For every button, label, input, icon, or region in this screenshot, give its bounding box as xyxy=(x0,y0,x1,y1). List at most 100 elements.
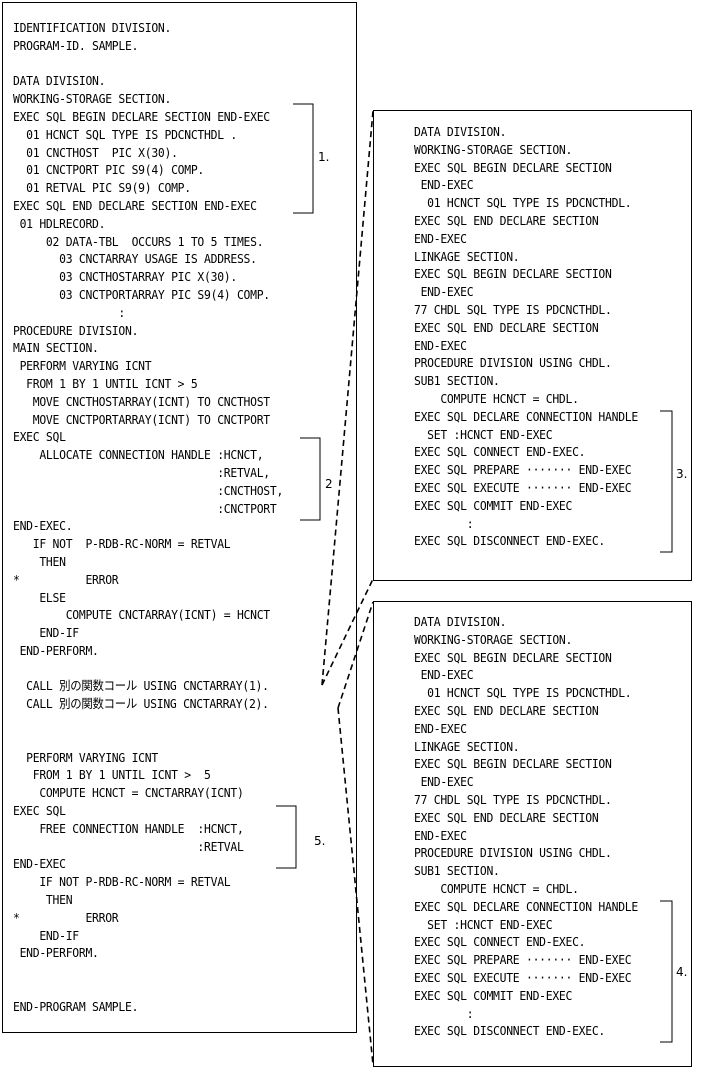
code-line: EXEC SQL xyxy=(13,429,66,445)
marker-2: 2 xyxy=(325,477,333,491)
code-line: 02 DATA-TBL OCCURS 1 TO 5 TIMES. xyxy=(13,233,264,249)
code-line: ELSE xyxy=(13,589,66,605)
bracket-4 xyxy=(660,900,673,1043)
code-line: END-PERFORM. xyxy=(13,945,99,961)
code-line: FROM 1 BY 1 UNTIL ICNT > 5 xyxy=(13,767,211,783)
code-line: EXEC SQL COMMIT END-EXEC xyxy=(414,987,573,1003)
code-line: THEN xyxy=(13,553,66,569)
code-line: 01 RETVAL PIC S9(9) COMP. xyxy=(13,180,191,196)
main-program-code: IDENTIFICATION DIVISION. PROGRAM-ID. SAMP… xyxy=(13,19,283,1016)
code-line: EXEC SQL DISCONNECT END-EXEC. xyxy=(414,1023,606,1039)
code-line: MOVE CNCTHOSTARRAY(ICNT) TO CNCTHOST xyxy=(13,393,270,409)
code-line: EXEC SQL END DECLARE SECTION xyxy=(414,702,599,718)
sub-program-2-box xyxy=(373,601,692,1067)
code-line: EXEC SQL BEGIN DECLARE SECTION xyxy=(414,159,612,175)
code-line: MOVE CNCTPORTARRAY(ICNT) TO CNCTPORT xyxy=(13,411,270,427)
code-line: : xyxy=(414,1005,474,1021)
code-line: LINKAGE SECTION. xyxy=(414,738,520,754)
code-line: IDENTIFICATION DIVISION. xyxy=(13,20,172,35)
code-line: 01 HCNCT SQL TYPE IS PDCNCTHDL. xyxy=(414,195,632,211)
code-line: END-EXEC xyxy=(414,284,474,300)
code-line: EXEC SQL END DECLARE SECTION xyxy=(414,212,599,228)
marker-1: 1. xyxy=(318,150,330,164)
code-line: CALL 別の関数コール USING CNCTARRAY(2). xyxy=(13,696,269,712)
code-line: 03 CNCTARRAY USAGE IS ADDRESS. xyxy=(13,251,257,267)
code-line: : xyxy=(13,304,125,320)
code-line: 01 CNCTPORT PIC S9(4) COMP. xyxy=(13,162,205,178)
code-line: END-EXEC xyxy=(414,827,467,843)
code-line: * ERROR xyxy=(13,909,119,925)
code-line: SUB1 SECTION. xyxy=(414,373,500,389)
code-line: EXEC SQL BEGIN DECLARE SECTION xyxy=(414,266,612,282)
code-line: SET :HCNCT END-EXEC xyxy=(414,916,553,932)
code-line: END-EXEC xyxy=(414,667,474,683)
code-line: EXEC SQL DECLARE CONNECTION HANDLE xyxy=(414,408,638,424)
code-line: PERFORM VARYING ICNT xyxy=(13,358,152,374)
code-line: 03 CNCTHOSTARRAY PIC X(30). xyxy=(13,269,237,285)
code-line: END-PERFORM. xyxy=(13,642,99,658)
code-line: END-EXEC xyxy=(414,720,467,736)
bracket-2 xyxy=(300,437,321,521)
sub-program-2-code: DATA DIVISION.WORKING-STORAGE SECTION.EX… xyxy=(414,613,638,1040)
code-line: END-EXEC xyxy=(13,856,66,872)
connector-call-1-top xyxy=(321,110,374,686)
code-line: MAIN SECTION. xyxy=(13,340,99,356)
code-line: DATA DIVISION. xyxy=(13,73,106,89)
connector-call-2-bottom xyxy=(337,707,374,1066)
code-line: FREE CONNECTION HANDLE :HCNCT, xyxy=(13,820,244,836)
code-line: COMPUTE HCNCT = CHDL. xyxy=(414,390,579,406)
code-line: PROCEDURE DIVISION USING CHDL. xyxy=(414,845,612,861)
code-line: SUB1 SECTION. xyxy=(414,863,500,879)
code-line: :CNCTHOST, xyxy=(13,482,284,498)
code-line: END-PROGRAM SAMPLE. xyxy=(13,998,139,1014)
code-line: PROCEDURE DIVISION USING CHDL. xyxy=(414,355,612,371)
code-line: END-EXEC xyxy=(414,177,474,193)
code-line: EXEC SQL DECLARE CONNECTION HANDLE xyxy=(414,898,638,914)
code-line: EXEC SQL COMMIT END-EXEC xyxy=(414,497,573,513)
code-line: EXEC SQL EXECUTE ······· END-EXEC xyxy=(414,969,632,985)
bracket-5 xyxy=(276,805,297,869)
code-line: 77 CHDL SQL TYPE IS PDCNCTHDL. xyxy=(414,791,612,807)
code-line: WORKING-STORAGE SECTION. xyxy=(414,141,573,157)
code-line: PERFORM VARYING ICNT xyxy=(13,749,158,765)
code-line: :CNCTPORT xyxy=(13,500,277,516)
code-line: END-IF xyxy=(13,927,79,943)
code-line: 77 CHDL SQL TYPE IS PDCNCTHDL. xyxy=(414,301,612,317)
code-line: : xyxy=(414,515,474,531)
marker-4: 4. xyxy=(676,965,688,979)
code-line: IF NOT P-RDB-RC-NORM = RETVAL xyxy=(13,874,231,890)
code-line: EXEC SQL EXECUTE ······· END-EXEC xyxy=(414,479,632,495)
marker-5: 5. xyxy=(314,834,326,848)
code-line: EXEC SQL PREPARE ······· END-EXEC xyxy=(414,462,632,478)
code-line: EXEC SQL PREPARE ······· END-EXEC xyxy=(414,952,632,968)
code-line: * ERROR xyxy=(13,571,119,587)
code-line: 01 CNCTHOST PIC X(30). xyxy=(13,144,178,160)
code-line: EXEC SQL DISCONNECT END-EXEC. xyxy=(414,533,606,549)
code-line: DATA DIVISION. xyxy=(414,124,507,139)
code-line: EXEC SQL BEGIN DECLARE SECTION END-EXEC xyxy=(13,108,270,124)
code-line: EXEC SQL CONNECT END-EXEC. xyxy=(414,444,586,460)
code-line: COMPUTE HCNCT = CNCTARRAY(ICNT) xyxy=(13,785,244,801)
sub-program-1-code: DATA DIVISION. WORKING-STORAGE SECTION. EX… xyxy=(414,123,638,550)
code-line: CALL 別の関数コール USING CNCTARRAY(1). xyxy=(13,678,269,694)
code-line: FROM 1 BY 1 UNTIL ICNT > 5 xyxy=(13,375,198,391)
code-line: 01 HDLRECORD. xyxy=(13,215,106,231)
code-line: SET :HCNCT END-EXEC xyxy=(414,426,553,442)
bracket-1 xyxy=(293,103,314,214)
code-line: WORKING-STORAGE SECTION. xyxy=(414,631,573,647)
code-line: :RETVAL, xyxy=(13,464,270,480)
code-line: END-EXEC xyxy=(414,774,474,790)
code-line: COMPUTE HCNCT = CHDL. xyxy=(414,880,579,896)
code-line: COMPUTE CNCTARRAY(ICNT) = HCNCT xyxy=(13,607,270,623)
code-line: END-EXEC xyxy=(414,230,467,246)
code-line: 01 HCNCT SQL TYPE IS PDCNCTHDL . xyxy=(13,126,237,142)
code-line: PROGRAM-ID. SAMPLE. xyxy=(13,37,139,53)
marker-3: 3. xyxy=(676,467,688,481)
connector-call-2-top xyxy=(337,601,374,709)
bracket-3 xyxy=(660,410,673,553)
code-line: EXEC SQL END DECLARE SECTION xyxy=(414,319,599,335)
code-line: IF NOT P-RDB-RC-NORM = RETVAL xyxy=(13,536,231,552)
code-line: PROCEDURE DIVISION. xyxy=(13,322,139,338)
code-line: EXEC SQL END DECLARE SECTION xyxy=(414,809,599,825)
